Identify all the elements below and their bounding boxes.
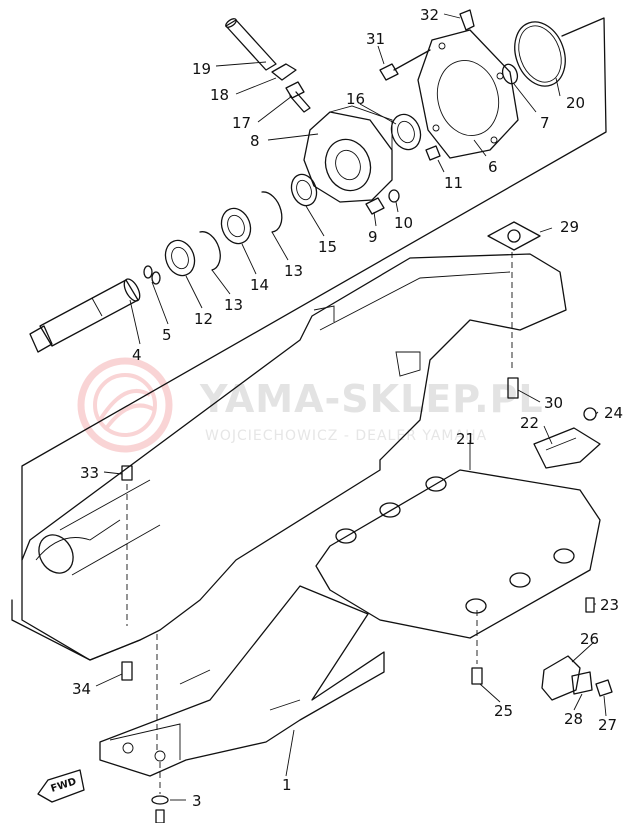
callout-32: 32 [420, 6, 439, 24]
washer-3 [151, 795, 169, 805]
callout-13-lower: 13 [224, 296, 243, 314]
callout-3: 3 [192, 792, 202, 810]
assembly-frame-lower [11, 599, 141, 661]
fwd-direction-badge: FWD [37, 769, 85, 803]
bolt-27 [595, 679, 613, 697]
bolt-9 [365, 197, 385, 215]
callout-9: 9 [368, 228, 378, 246]
bearing-14 [220, 207, 252, 245]
callout-6: 6 [488, 158, 498, 176]
nut-24 [583, 407, 597, 421]
callout-21: 21 [456, 430, 475, 448]
callout-1: 1 [282, 776, 292, 794]
callout-31: 31 [366, 30, 385, 48]
callout-17: 17 [232, 114, 251, 132]
watermark-sub-text: WOJCIECHOWICZ - DEALER YAMAHA [205, 428, 487, 444]
callout-12: 12 [194, 310, 213, 328]
circlip-13-lower [199, 231, 221, 271]
callout-19: 19 [192, 60, 211, 78]
circlip-13-upper [261, 191, 283, 233]
callout-20: 20 [566, 94, 585, 112]
callout-34: 34 [72, 680, 91, 698]
callout-10: 10 [394, 214, 413, 232]
intake-plate-21 [315, 469, 601, 639]
callout-22: 22 [520, 414, 539, 432]
oring-20 [514, 21, 566, 87]
bearing-12 [164, 239, 196, 277]
watermark: YAMA-SKLEP.PL WOJCIECHOWICZ - DEALER YAM… [77, 357, 544, 453]
bolt-31 [379, 49, 431, 81]
callout-18: 18 [210, 86, 229, 104]
callout-14: 14 [250, 276, 269, 294]
clip-18 [271, 63, 297, 81]
callout-16: 16 [346, 90, 365, 108]
jet-housing [21, 253, 567, 661]
callout-7: 7 [540, 114, 550, 132]
bolt-2-partial [155, 809, 165, 823]
callout-27: 27 [598, 716, 617, 734]
ring-5a [143, 265, 153, 279]
callout-25: 25 [494, 702, 513, 720]
plate-28 [571, 671, 593, 695]
block-22 [533, 427, 601, 469]
callout-29: 29 [560, 218, 579, 236]
pin-11 [425, 145, 441, 161]
callout-24: 24 [604, 404, 623, 422]
bracket-32 [459, 9, 475, 31]
callout-30: 30 [544, 394, 563, 412]
bolt-23 [585, 597, 595, 613]
fwd-label: FWD [50, 776, 78, 795]
pin-19 [225, 18, 277, 71]
callout-23: 23 [600, 596, 619, 614]
bolt-17 [285, 81, 311, 113]
ring-5b [151, 271, 161, 285]
bolt-25 [471, 667, 483, 685]
drive-shaft-4 [29, 278, 141, 353]
callout-28: 28 [564, 710, 583, 728]
bush-15 [290, 173, 318, 207]
ride-plate-1 [99, 585, 385, 777]
watermark-main-text: YAMA-SKLEP.PL [199, 377, 544, 421]
callout-33: 33 [80, 464, 99, 482]
callout-5: 5 [162, 326, 172, 344]
plate-29 [487, 221, 541, 251]
leader-lines [95, 13, 607, 801]
assembly-frame [21, 17, 607, 561]
watermark-logo-icon [77, 357, 173, 453]
bearing-housing-8 [303, 105, 393, 203]
callout-4: 4 [132, 346, 142, 364]
callout-26: 26 [580, 630, 599, 648]
callout-13-upper: 13 [284, 262, 303, 280]
bolt-34 [121, 661, 133, 681]
block-26 [541, 655, 581, 701]
callout-labels: 32 31 20 19 18 16 7 17 8 6 11 9 10 15 29… [72, 6, 623, 810]
washer-10 [388, 189, 400, 203]
callout-8: 8 [250, 132, 260, 150]
callout-15: 15 [318, 238, 337, 256]
bearing-16 [390, 113, 422, 151]
nipple-33 [121, 465, 133, 481]
cover-housing-6 [417, 29, 519, 159]
bolt-30 [507, 377, 519, 399]
callout-11: 11 [444, 174, 463, 192]
